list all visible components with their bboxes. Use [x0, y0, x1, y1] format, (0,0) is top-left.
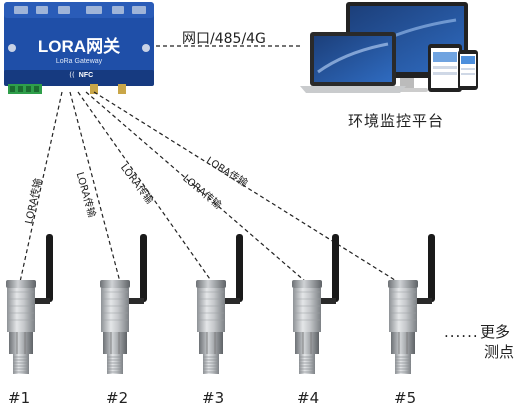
terminal-block: [8, 84, 42, 94]
nfc-icon: ((: [69, 71, 75, 79]
sensor-body: [293, 288, 321, 332]
phone-icon: [458, 50, 478, 90]
more-points-line2: 测点: [484, 343, 515, 361]
sensor-body: [101, 288, 129, 332]
gateway-title: LORA网关: [38, 36, 120, 56]
tablet-icon: [428, 44, 462, 92]
node-label-1: #1: [8, 389, 31, 407]
lora-link-2: [69, 91, 121, 283]
sensor-node-3: [196, 234, 243, 374]
sensor-body: [7, 288, 35, 332]
sensor-body: [197, 288, 225, 332]
sensor-node-4: [292, 234, 339, 374]
antenna-icon: [428, 234, 435, 302]
laptop-icon: [300, 32, 406, 93]
monitoring-platform-devices: [300, 2, 478, 93]
platform-label: 环境监控平台: [348, 112, 445, 130]
node-label-3: #3: [202, 389, 225, 407]
node-label-2: #2: [106, 389, 129, 407]
antenna-icon: [236, 234, 243, 302]
antenna-icon: [46, 234, 53, 302]
sensor-node-5: [388, 234, 435, 374]
screw-icon: [142, 44, 150, 52]
connection-label: 网口/485/4G: [182, 31, 266, 47]
sensor-node-2: [100, 234, 147, 374]
antenna-port: [118, 84, 126, 94]
screw-icon: [8, 44, 16, 52]
node-label-4: #4: [297, 389, 320, 407]
antenna-port: [90, 84, 98, 94]
lora-link-1: [19, 91, 63, 283]
gateway-nfc-label: NFC: [79, 72, 93, 79]
sensor-body: [389, 288, 417, 332]
lora-link-3: [77, 91, 213, 283]
antenna-icon: [140, 234, 147, 302]
sensor-nodes: [6, 234, 435, 374]
gateway-subtitle: LoRa Gateway: [56, 58, 103, 65]
gateway-top-connectors: [14, 6, 146, 14]
more-points-dots: ......: [444, 323, 479, 341]
more-points-line1: 更多: [480, 323, 511, 341]
lora-link-5: [93, 91, 399, 283]
antenna-icon: [332, 234, 339, 302]
sensor-node-1: [6, 234, 53, 374]
more-points-label: ......更多 测点: [444, 322, 514, 362]
node-label-5: #5: [394, 389, 417, 407]
lora-links: [19, 91, 399, 283]
lora-gateway-device: LORA网关 LoRa Gateway NFC ((: [4, 2, 154, 94]
